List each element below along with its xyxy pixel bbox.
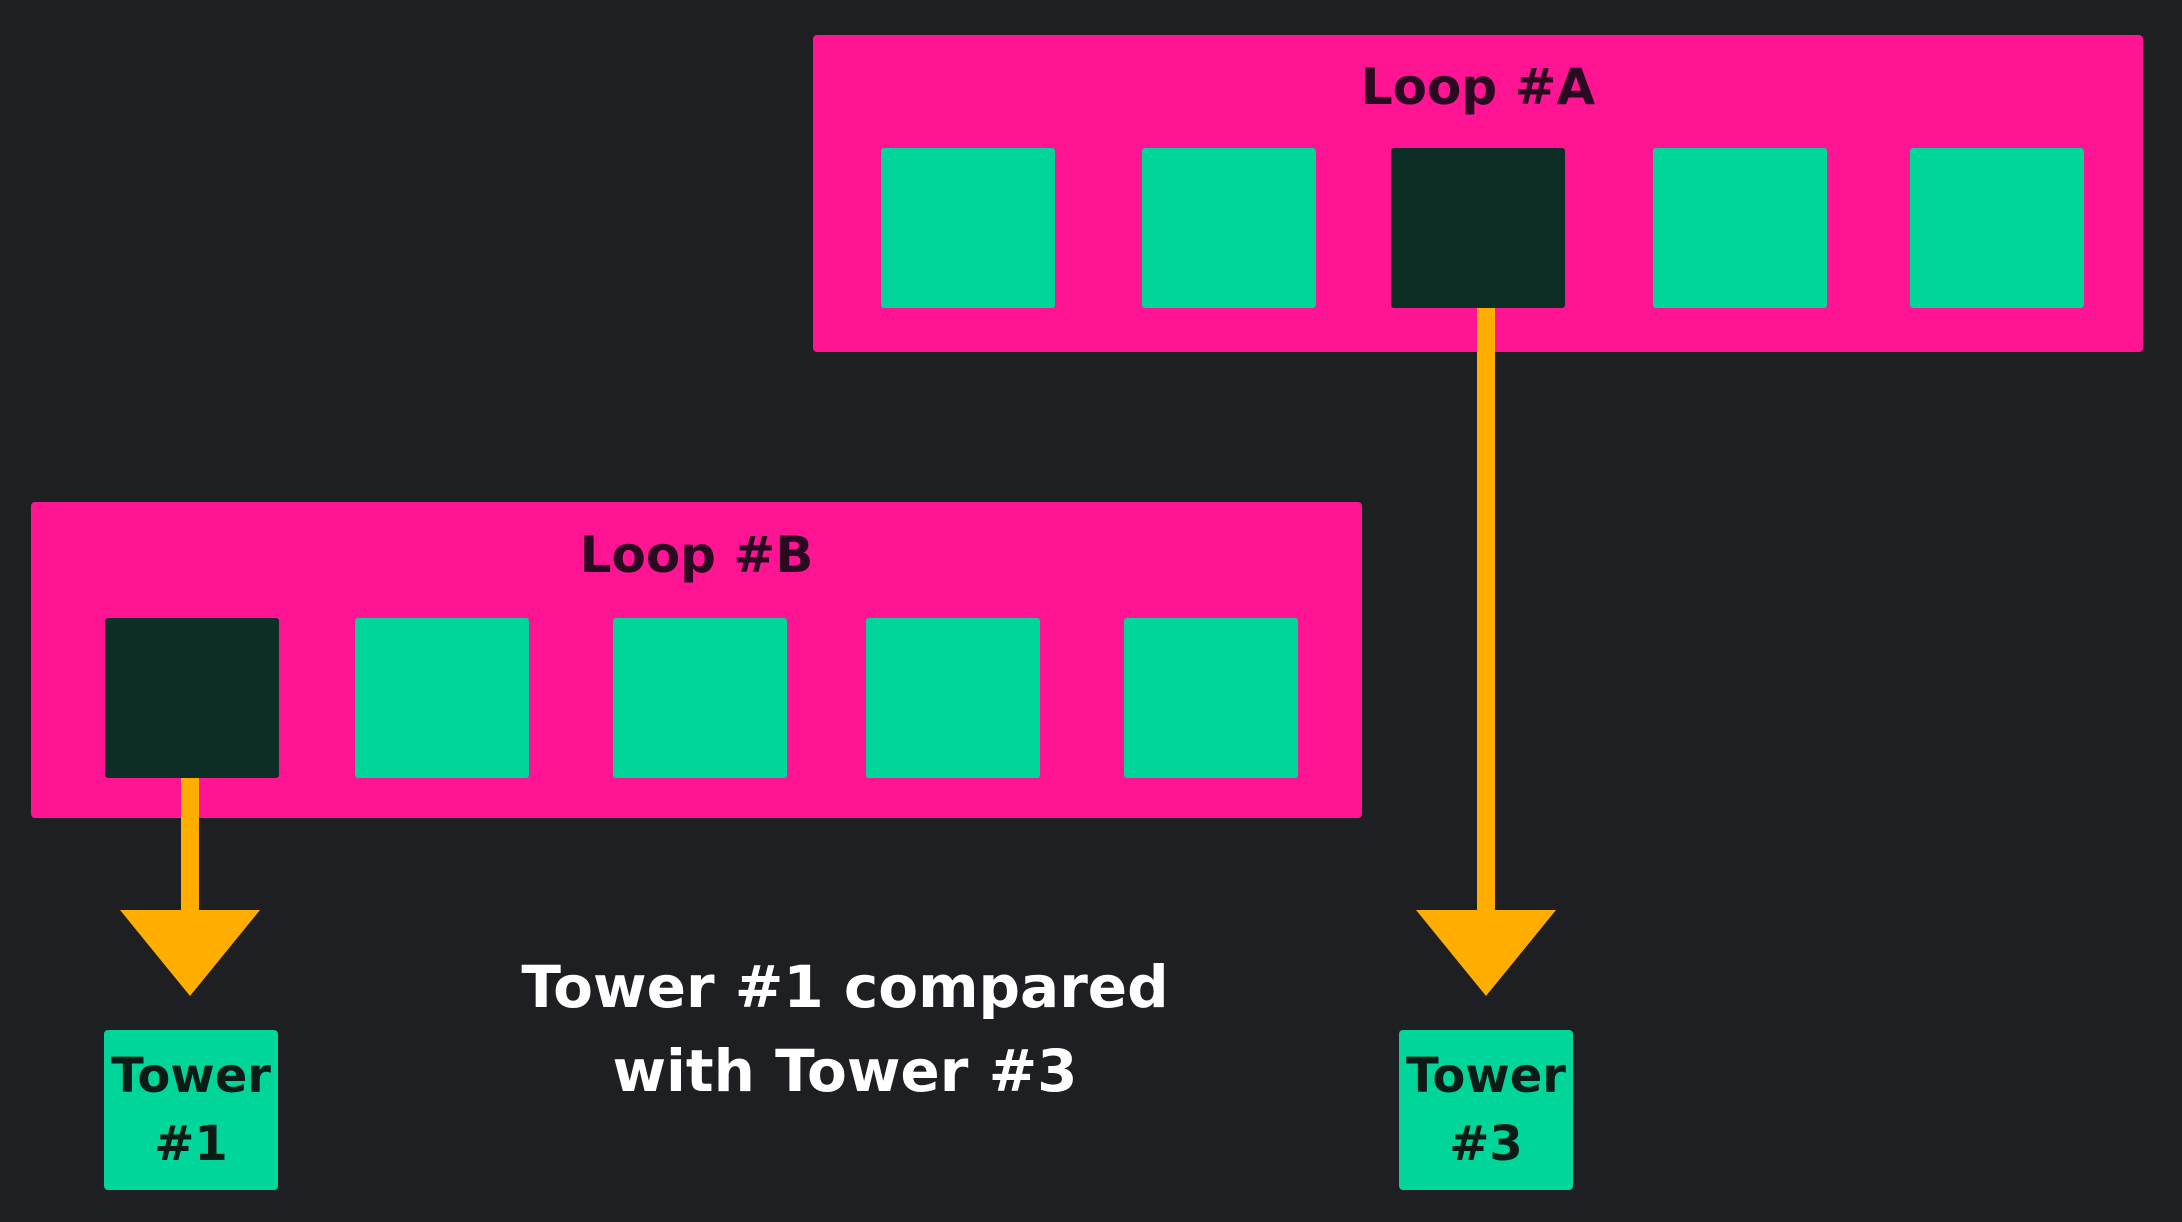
loop-b-title: Loop #B [579,526,814,584]
loop-a-cell-1 [881,148,1055,308]
loop-a-cell-2 [1142,148,1316,308]
arrow-head-tower-1 [120,910,260,996]
tower-3-label-line2: #3 [1449,1116,1523,1172]
loop-b-cell-5 [1124,618,1298,778]
tower-3-box: Tower #3 [1399,1030,1573,1190]
loop-a-container: Loop #A [813,35,2143,352]
tower-3-label-line1: Tower [1406,1048,1566,1104]
loop-b-container: Loop #B [31,502,1362,818]
arrow-loop-b-to-tower-1 [120,778,260,996]
loop-a-cell-4 [1653,148,1827,308]
loop-b-cell-2 [355,618,529,778]
tower-1-label-line2: #1 [154,1116,228,1172]
loop-b-cell-4 [866,618,1040,778]
arrow-shaft-tower-3 [1477,308,1495,914]
arrow-loop-a-to-tower-3 [1416,308,1556,996]
arrow-head-tower-3 [1416,910,1556,996]
loop-a-title: Loop #A [1360,58,1596,116]
loop-a-cell-3-active [1391,148,1565,308]
tower-1-label-line1: Tower [111,1048,271,1104]
loop-b-cell-1-active [105,618,279,778]
loop-b-cell-3 [613,618,787,778]
arrow-shaft-tower-1 [181,778,199,914]
caption-line1: Tower #1 compared [521,953,1169,1021]
loop-a-cell-5 [1910,148,2084,308]
comparison-caption: Tower #1 compared with Tower #3 [520,945,1170,1113]
tower-1-box: Tower #1 [104,1030,278,1190]
caption-line2: with Tower #3 [612,1037,1078,1105]
